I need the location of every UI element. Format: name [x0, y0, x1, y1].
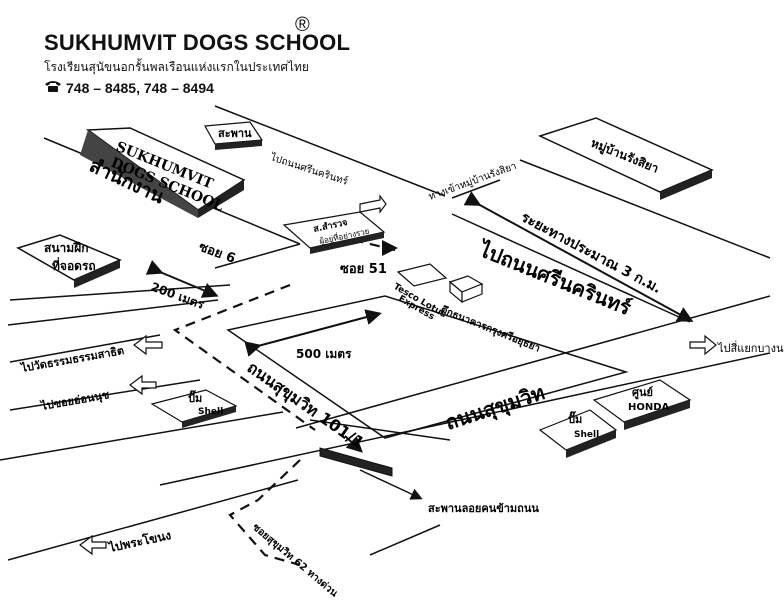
honda-label-1: ศูนย์ [632, 386, 653, 400]
school-subtitle: โรงเรียนสุนัขนอกรั้นพลเรือนแห่งแรกในประเ… [44, 60, 309, 74]
police-box: ส.สำรวจ ผู้อยู่ที่อย่างรวย [282, 211, 386, 254]
shell-station-left: ปั๊ม Shell [150, 389, 238, 428]
shell-left-label-2: Shell [198, 407, 223, 417]
sukhumvit-road-label: ถนนสุขุมวิท [442, 380, 548, 436]
phone-numbers: 748 – 8485, 748 – 8494 [66, 80, 214, 96]
footbridge-label: สะพานลอยคนข้ามถนน [428, 502, 539, 515]
footbridge: สะพานลอยคนข้ามถนน [319, 447, 539, 515]
shell-right-label-2: Shell [574, 430, 599, 440]
registered-mark: ® [295, 14, 310, 36]
shell-station-right: ปั๊ม Shell [538, 409, 618, 458]
soi51-label: ซอย 51 [340, 262, 387, 277]
map-header: SUKHUMVIT DOGS SCHOOL ® โรงเรียนสุนัขนอก… [0, 0, 784, 110]
honda-center: ศูนย์ HONDA [592, 379, 692, 430]
to-wat-label: ไปวัดธรรมธรรมสาธิต [18, 343, 125, 375]
bridge-top-sign: สะพาน [204, 121, 264, 150]
left-arrow-icon [129, 374, 157, 396]
village-road-label: ทางเข้าหมู่บ้านรังสิยา [427, 160, 518, 203]
shell-right-label-1: ปั๊ม [568, 411, 582, 426]
training-field-label-2: ที่จอดรถ [52, 257, 96, 273]
left-arrow-icon [133, 334, 163, 356]
soi6-label: ซอย 6 [197, 240, 238, 267]
to-bangna-label: ไปสี่แยกบางนา [717, 340, 784, 355]
shell-left-label-1: ปั๊ม [188, 390, 202, 405]
to-srinakarin-small: ไปถนนศรีนครินทร์ [268, 151, 350, 188]
dimension-3km [463, 191, 694, 322]
left-arrow-icon [359, 194, 387, 214]
telephone-icon [45, 81, 61, 92]
dimension-200m [145, 259, 219, 298]
dist-500-label: 500 เมตร [296, 347, 352, 361]
to-phra-khanong-label: ไปพระโขนง [106, 527, 173, 555]
honda-label-2: HONDA [628, 402, 670, 413]
training-field: สนามฝึก ที่จอดรถ [16, 234, 122, 288]
bank-building: ตึกธนาคารกรุงศรีอยุธยา [439, 275, 542, 355]
to-on-nut-label: ไปซอยอ่อนนุช [38, 387, 111, 414]
left-arrow-icon [79, 534, 107, 556]
bridge-top-label: สะพาน [218, 127, 252, 140]
to-srinakarin-big: ไปถนนศรีนครินทร์ [474, 237, 634, 320]
dimension-500m [244, 309, 382, 357]
bank-label: ตึกธนาคารกรุงศรีอยุธยา [439, 304, 542, 355]
village-sign: หมู่บ้านรังสิยา [537, 117, 714, 200]
school-title: SUKHUMVIT DOGS SCHOOL [44, 30, 351, 55]
training-field-label-1: สนามฝึก [44, 241, 88, 255]
soi62-label: ซอยสุขุมวิท 62 ทางด่วน [250, 521, 340, 599]
sukhumvit-101-label: ถนนสุขุมวิท 101/1 [243, 358, 368, 454]
right-arrow-icon [689, 334, 717, 356]
